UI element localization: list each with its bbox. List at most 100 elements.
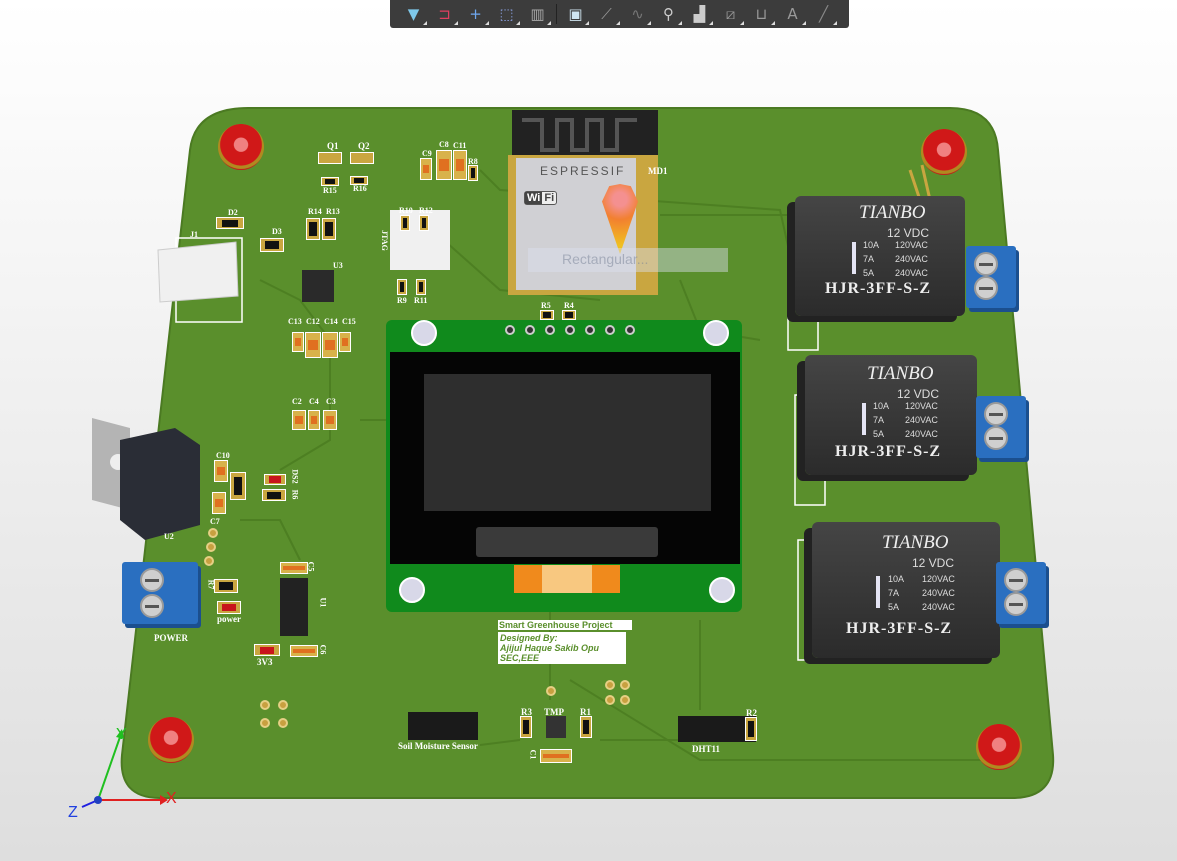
label-d3: D3 [272, 227, 282, 236]
designator-button[interactable]: ⊔ [746, 2, 777, 26]
via [208, 528, 218, 538]
component-button[interactable]: ▣ [560, 2, 591, 26]
capacitor-c1 [540, 749, 572, 763]
relay-2-terminal-block[interactable] [976, 396, 1026, 458]
label-r9: R9 [397, 296, 407, 305]
label-c2: C2 [292, 397, 302, 406]
label-r13: R13 [326, 207, 340, 216]
relay-rating: 240VAC [895, 254, 928, 264]
relay-brand: TIANBO [882, 532, 949, 553]
relay-rating: 10A [873, 401, 890, 411]
resistor-r3 [520, 716, 532, 738]
relay-rating: 240VAC [895, 268, 928, 278]
route-button[interactable]: ⟋ [591, 2, 622, 26]
relay-rating: 240VAC [905, 429, 938, 439]
label-c15: C15 [342, 317, 356, 326]
label-q1: Q1 [327, 141, 339, 151]
relay-mark [876, 576, 880, 608]
relay-rating: 120VAC [922, 574, 955, 584]
label-j1: J1 [190, 230, 198, 239]
line-icon: ╱ [818, 5, 829, 23]
dimension-icon: ⧄ [725, 5, 736, 23]
capacitor-c7 [212, 492, 226, 514]
label-q2: Q2 [358, 141, 370, 151]
via [620, 695, 630, 705]
polygon-fill-button[interactable]: ▟ [684, 2, 715, 26]
transistor-q1 [318, 152, 342, 164]
via-button[interactable]: ⚲ [653, 2, 684, 26]
resistor-r10 [400, 215, 410, 231]
capacitor-c11 [453, 150, 467, 180]
relay-rating: 120VAC [905, 401, 938, 411]
label-r11: R11 [414, 296, 428, 305]
relay-rating: 240VAC [922, 588, 955, 598]
relay-rating: 5A [888, 602, 900, 612]
text-icon: A [787, 5, 798, 23]
diode-d2 [216, 217, 244, 229]
diode-d3 [260, 238, 284, 252]
label-jtag: JTAG [379, 230, 389, 251]
label-c8: C8 [439, 140, 449, 149]
mounting-hole-top-left [218, 124, 264, 170]
rectangle-select-button[interactable]: ⬚ [491, 2, 522, 26]
relay-3-terminal-block[interactable] [996, 562, 1046, 624]
resistor-r16 [350, 176, 368, 185]
designator-icon: ⊔ [755, 5, 768, 23]
designer-box: Designed By: Ajijul Haque Sakib Opu SEC,… [498, 632, 626, 664]
axis-z-label: Z [68, 804, 78, 821]
resistor-r2 [745, 717, 757, 741]
align-button[interactable]: ▥ [522, 2, 553, 26]
axis-x-label: X [166, 790, 177, 807]
relay-voltage: 12 VDC [887, 226, 930, 240]
via [204, 556, 214, 566]
wifi-logo-fi: Fi [544, 192, 555, 204]
mounting-hole-top-right [921, 129, 967, 175]
esp-designator: MD1 [648, 166, 668, 176]
relay-rating: 10A [863, 240, 880, 250]
label-c1: C1 [528, 749, 538, 760]
relay-voltage: 12 VDC [912, 556, 955, 570]
label-u3: U3 [333, 261, 343, 270]
via-icon: ⚲ [663, 5, 674, 23]
capacitor-c6 [290, 645, 318, 657]
label-r14: R14 [308, 207, 322, 216]
relay-rating: 120VAC [895, 240, 928, 250]
author-name: Ajijul Haque Sakib Opu [500, 643, 600, 653]
relay-rating: 7A [863, 252, 879, 266]
diode-d1 [230, 472, 246, 500]
dimension-button[interactable]: ⧄ [715, 2, 746, 26]
mounting-hole-bottom-right [976, 724, 1022, 770]
relay-1-terminal-block[interactable] [966, 246, 1016, 308]
relay-mark [852, 242, 856, 274]
location-pin-icon [602, 184, 638, 254]
label-c14: C14 [324, 317, 338, 326]
power-terminal-block[interactable] [122, 562, 198, 624]
text-button[interactable]: A [777, 2, 808, 26]
filter-button[interactable]: ▼ [398, 2, 429, 26]
capacitor-c9 [420, 158, 432, 180]
diff-pair-button[interactable]: ∿ [622, 2, 653, 26]
axis-y-label: Y [116, 726, 127, 743]
resistor-r1 [580, 716, 592, 738]
title-block: Smart Greenhouse Project Designed By: Aj… [498, 620, 632, 664]
resistor-r12 [419, 215, 429, 231]
rectangle-select-icon: ⬚ [499, 5, 514, 23]
toolbar-separator [556, 4, 557, 24]
label-power: POWER [154, 633, 189, 643]
project-title: Smart Greenhouse Project [498, 620, 632, 630]
resistor-r13 [322, 218, 336, 240]
mounting-hole-bottom-left [148, 717, 194, 763]
crosshair-button[interactable]: + [460, 2, 491, 26]
label-c11: C11 [453, 141, 467, 150]
department: SEC,EEE [500, 653, 540, 663]
label-c5: C5 [306, 561, 316, 572]
line-button[interactable]: ╱ [808, 2, 839, 26]
label-r15: R15 [323, 186, 337, 195]
interactive-routing-magnet-button[interactable]: ⊐ [429, 2, 460, 26]
relay-brand: TIANBO [859, 202, 926, 223]
